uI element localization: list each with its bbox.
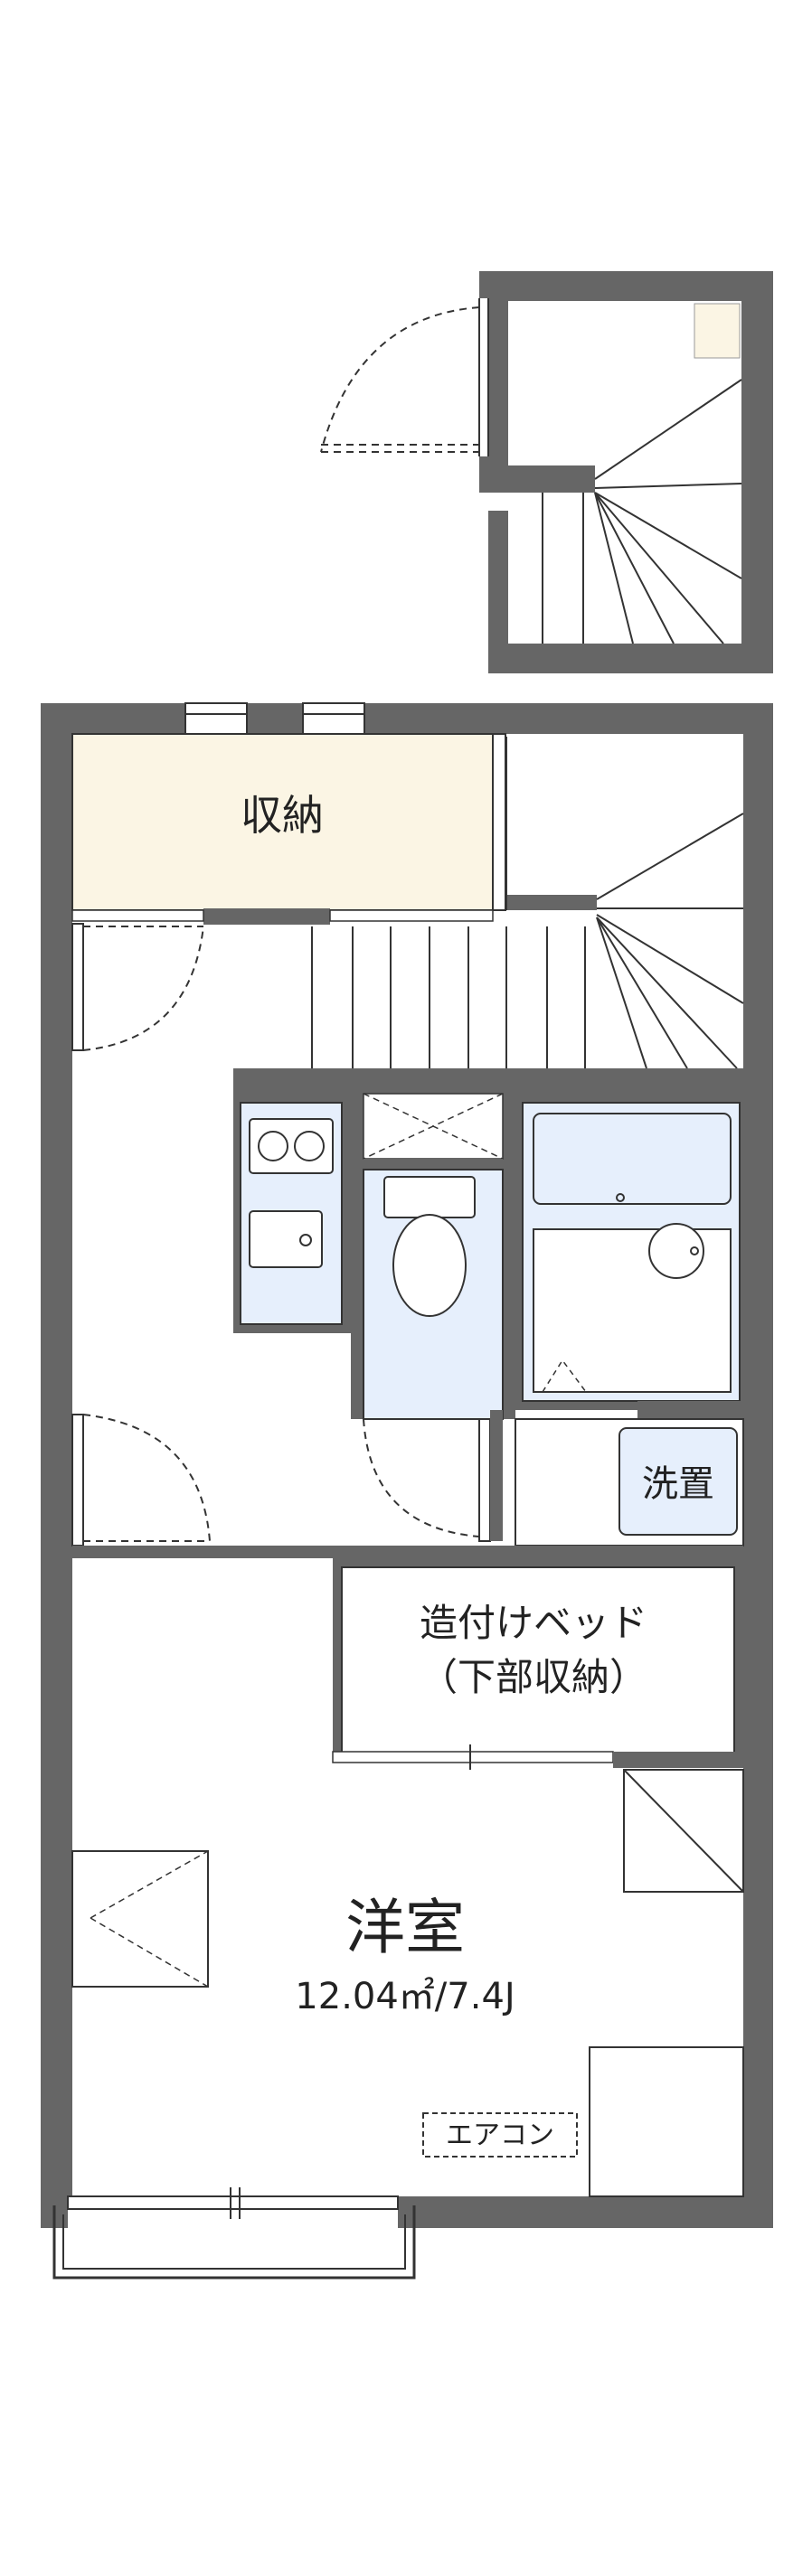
entry-door (71, 923, 204, 1051)
bed-label-line2: （下部収納） (420, 1655, 647, 1699)
washer-space: 洗置 (515, 1418, 744, 1547)
room-name: 洋室 (345, 1893, 465, 1962)
toilet-room (351, 1093, 515, 1542)
partition-wall (233, 1068, 743, 1094)
room-top-wall (72, 1546, 743, 1558)
outer-wall (41, 702, 773, 2228)
hall-door (71, 1414, 211, 1547)
storage-label: 収納 (241, 791, 324, 840)
room-area: 12.04㎡/7.4J (295, 1976, 515, 2017)
aircon-label: エアコン (446, 2120, 554, 2151)
kitchen (233, 1094, 351, 1333)
main-stairs (311, 737, 744, 1069)
balcony (52, 2187, 416, 2280)
stair-tower (320, 271, 773, 673)
bathroom (515, 1094, 743, 1419)
storage-room: 収納 (71, 733, 506, 925)
washer-label: 洗置 (642, 1463, 714, 1505)
tower-door (320, 306, 480, 453)
bed-label-line1: 造付けベッド (420, 1601, 647, 1645)
western-room: 洋室 12.04㎡/7.4J エアコン (71, 1769, 744, 2197)
built-in-bed: 造付けベッド （下部収納） (332, 1558, 743, 1770)
